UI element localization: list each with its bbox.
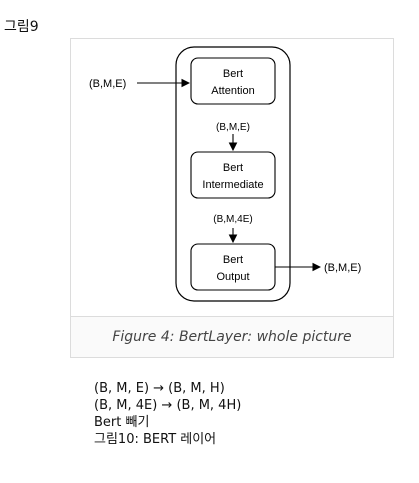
bert-attention-box — [190, 57, 276, 105]
bert-intermediate-label-2: Intermediate — [202, 179, 263, 191]
edge2-shape-label: (B,M,4E) — [213, 214, 252, 225]
figure-caption: Figure 4: BertLayer: whole picture — [112, 329, 352, 345]
bert-output-label-2: Output — [216, 271, 249, 283]
note-line: 그림10: BERT 레이어 — [94, 432, 217, 447]
edge1-shape-label: (B,M,E) — [216, 122, 250, 133]
note-line: Bert 빼기 — [94, 415, 150, 430]
figure-number-label: 그림9 — [4, 19, 39, 35]
bert-attention-label-1: Bert — [223, 68, 243, 80]
bert-output-box — [190, 243, 276, 291]
bert-attention-label-2: Attention — [211, 85, 254, 97]
input-shape-label: (B,M,E) — [89, 78, 126, 90]
note-line: (B, M, 4E) → (B, M, 4H) — [94, 398, 242, 413]
bert-intermediate-label-1: Bert — [223, 162, 243, 174]
bertlayer-diagram: (B,M,E) Bert Attention (B,M,E) Bert Inte… — [89, 46, 361, 302]
figure-card: (B,M,E) Bert Attention (B,M,E) Bert Inte… — [70, 38, 394, 358]
bert-intermediate-box — [190, 151, 276, 199]
notes-block: (B, M, E) → (B, M, H) (B, M, 4E) → (B, M… — [94, 380, 241, 448]
bert-output-label-1: Bert — [223, 254, 243, 266]
caption-bar: Figure 4: BertLayer: whole picture — [71, 316, 393, 357]
output-shape-label: (B,M,E) — [324, 262, 361, 274]
note-line: (B, M, E) → (B, M, H) — [94, 381, 225, 396]
